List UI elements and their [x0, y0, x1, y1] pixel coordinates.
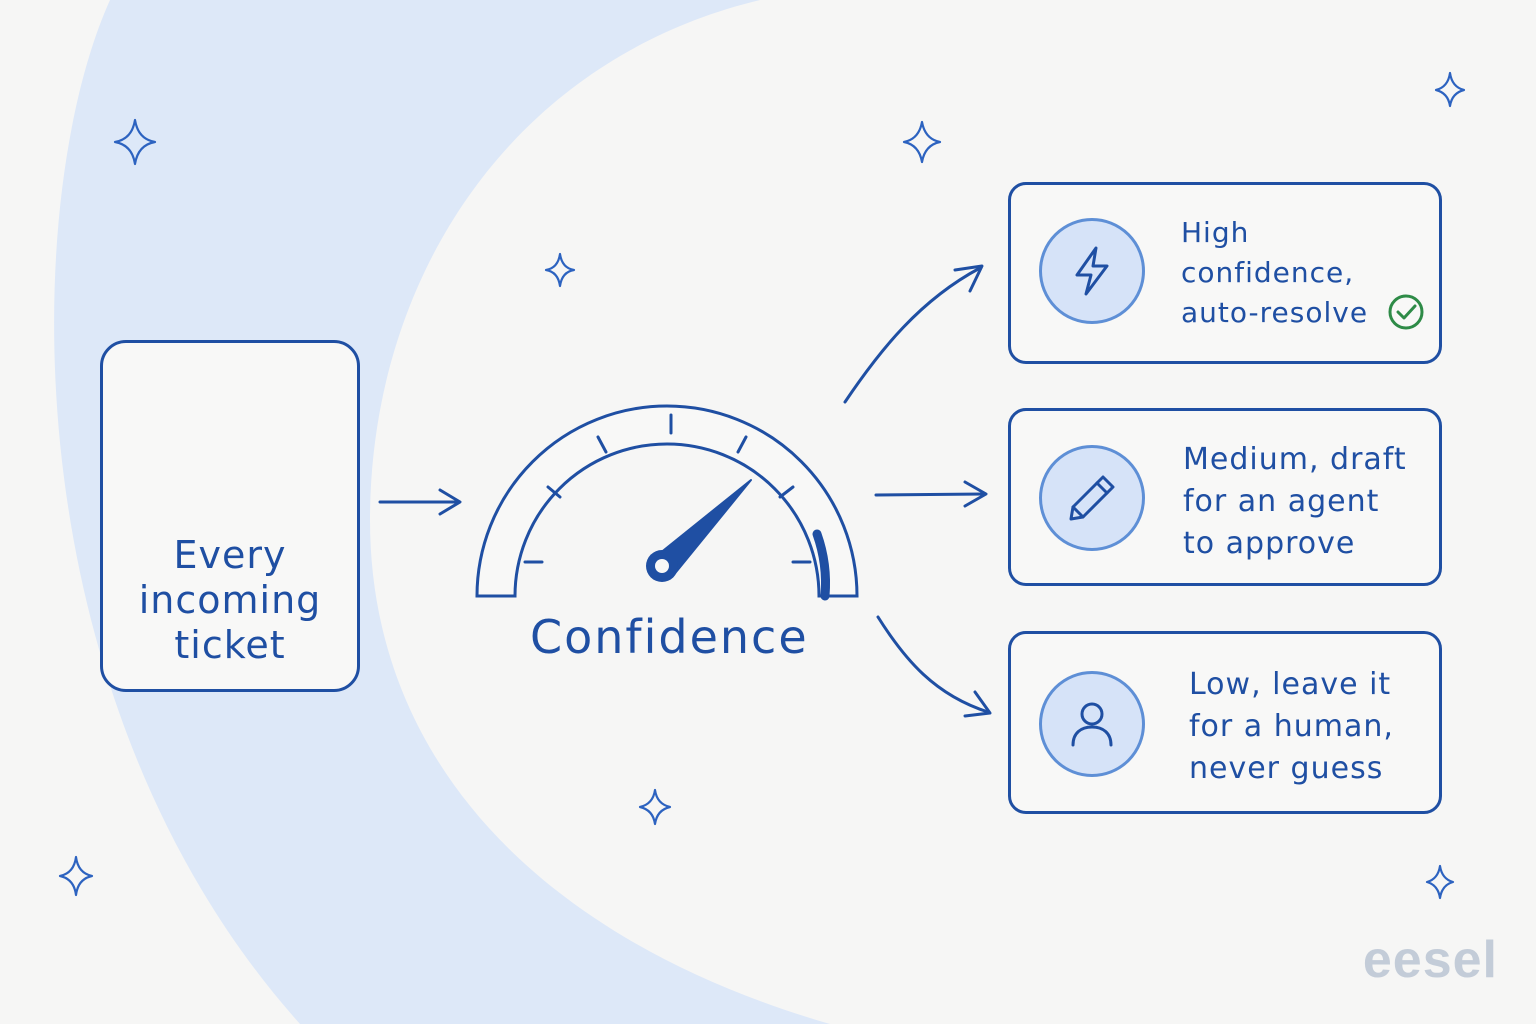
sparkle-icon: [1425, 864, 1455, 900]
pencil-icon: [1039, 445, 1145, 551]
lightning-icon: [1039, 218, 1145, 324]
confidence-gauge: [475, 404, 859, 601]
arrow-to-high: [843, 266, 982, 404]
person-icon: [1039, 671, 1145, 777]
ticket-label: Every incoming ticket: [138, 533, 322, 667]
low-confidence-card: Low, leave it for a human, never guess: [1008, 631, 1442, 814]
sparkle-icon: [113, 118, 157, 166]
high-confidence-text: High confidence, auto-resolve: [1181, 216, 1369, 329]
incoming-ticket-card: Every incoming ticket: [100, 340, 360, 692]
sparkle-icon: [544, 252, 576, 288]
medium-confidence-text: Medium, draft for an agent to approve: [1183, 442, 1407, 561]
background-arc-edge: [0, 0, 300, 1024]
check-circle-icon: [1388, 294, 1424, 330]
background-arc-band: [0, 0, 830, 1024]
low-confidence-text: Low, leave it for a human, never guess: [1189, 667, 1394, 786]
arrow-to-low: [876, 615, 990, 714]
gauge-needle: [646, 479, 752, 582]
brand-logo: eesel: [1362, 931, 1498, 989]
sparkle-icon: [902, 120, 942, 164]
arrow-to-gauge: [378, 488, 462, 516]
medium-confidence-card: Medium, draft for an agent to approve: [1008, 408, 1442, 586]
gauge-label: Confidence: [530, 610, 809, 664]
sparkle-icon: [1434, 71, 1466, 108]
arrow-to-medium: [874, 492, 986, 497]
sparkle-icon: [58, 855, 94, 897]
high-confidence-card: High confidence, auto-resolve: [1008, 182, 1442, 364]
sparkle-icon: [638, 788, 672, 826]
